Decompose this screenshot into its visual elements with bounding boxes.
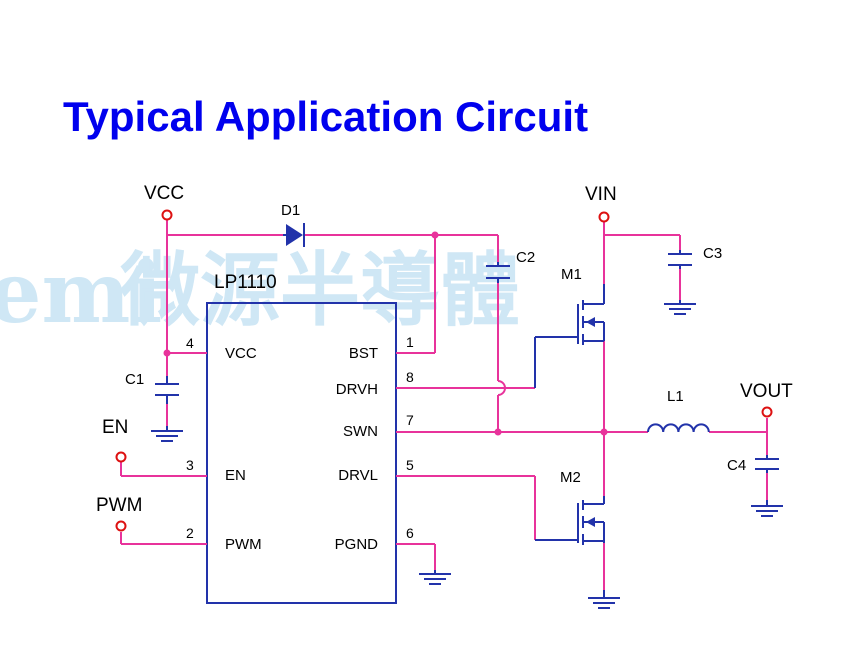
pin-number-pwm: 2 xyxy=(186,525,194,541)
label-c4: C4 xyxy=(727,457,746,474)
pin-number-vcc: 4 xyxy=(186,335,194,351)
terminal-pwm xyxy=(115,520,127,532)
net-label-vcc: VCC xyxy=(144,183,184,204)
pin-number-pgnd: 6 xyxy=(406,525,414,541)
ic-pin-labels: 4 VCC 3 EN 2 PWM 1 BST 8 DRVH 7 SWN 5 DR… xyxy=(186,334,414,553)
net-label-en: EN xyxy=(102,417,128,438)
net-label-vout: VOUT xyxy=(740,381,793,402)
m1-body-arrow xyxy=(586,317,595,327)
terminal-en xyxy=(115,451,127,463)
terminals xyxy=(115,209,773,532)
mosfet-m2 xyxy=(535,496,605,545)
junction-c2-swn xyxy=(494,428,502,436)
label-m2: M2 xyxy=(560,469,581,486)
pin-name-pgnd: PGND xyxy=(335,536,379,553)
capacitor-c1 xyxy=(155,376,179,404)
label-c1: C1 xyxy=(125,371,144,388)
ic-body xyxy=(206,302,397,604)
watermark-left-text: emi xyxy=(0,243,162,342)
terminal-vin xyxy=(598,211,610,223)
m2-body-arrow xyxy=(586,517,595,527)
pin-name-drvl: DRVL xyxy=(338,467,378,484)
pin-name-pwm: PWM xyxy=(225,536,262,553)
ground-c3 xyxy=(664,300,696,315)
pin-number-drvl: 5 xyxy=(406,457,414,473)
label-l1: L1 xyxy=(667,388,684,405)
pin-name-bst: BST xyxy=(349,345,378,362)
ground-c1 xyxy=(151,426,183,442)
pin-name-swn: SWN xyxy=(343,423,378,440)
junction-vcc xyxy=(163,349,171,357)
pin-name-en: EN xyxy=(225,467,246,484)
d1-anode-triangle xyxy=(286,224,303,246)
net-label-pwm: PWM xyxy=(96,495,142,516)
ground-m2 xyxy=(588,590,620,609)
capacitor-c2 xyxy=(486,262,510,283)
page-title: Typical Application Circuit xyxy=(63,93,589,140)
net-label-vin: VIN xyxy=(585,184,617,205)
junctions xyxy=(163,231,608,436)
terminal-vcc xyxy=(161,209,173,221)
pin-name-drvh: DRVH xyxy=(336,381,378,398)
ground-c4 xyxy=(751,500,783,517)
pin-number-drvh: 8 xyxy=(406,369,414,385)
pin-number-en: 3 xyxy=(186,457,194,473)
pin-number-swn: 7 xyxy=(406,412,414,428)
junction-sw-node xyxy=(600,428,608,436)
mosfet-m1 xyxy=(534,284,605,388)
pin-name-vcc: VCC xyxy=(225,345,257,362)
ic-name: LP1110 xyxy=(214,272,277,293)
capacitor-c3 xyxy=(668,250,692,269)
watermark-text: 微源半導體 xyxy=(119,243,520,337)
ground-pgnd xyxy=(419,570,451,585)
diode-d1 xyxy=(283,223,305,247)
label-m1: M1 xyxy=(561,266,582,283)
pin-number-bst: 1 xyxy=(406,334,414,350)
label-c2: C2 xyxy=(516,249,535,266)
junction-bst xyxy=(431,231,439,239)
label-c3: C3 xyxy=(703,245,722,262)
inductor-l1 xyxy=(647,423,710,433)
capacitor-c4 xyxy=(755,455,779,473)
label-d1: D1 xyxy=(281,202,300,219)
terminal-vout xyxy=(761,406,773,418)
